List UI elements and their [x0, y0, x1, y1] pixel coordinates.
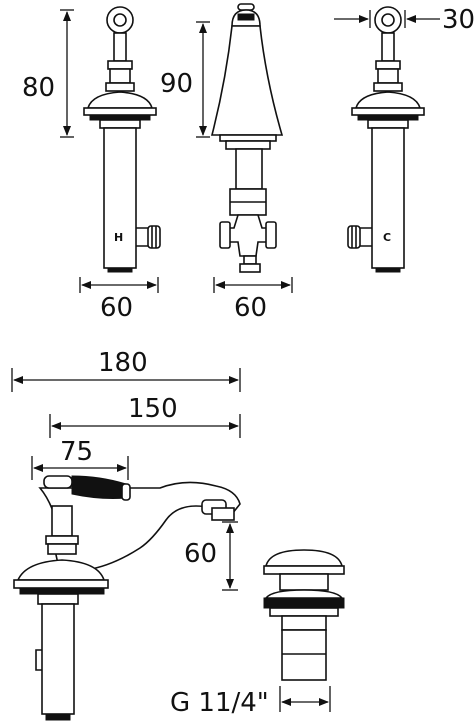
spout: [210, 3, 284, 273]
spout-height-dimension: 90: [160, 21, 210, 138]
hot-tap-height-label: 80: [22, 73, 55, 103]
spout-width-dimension: 60: [213, 277, 293, 323]
mixer-spout-height-dimension: 60: [184, 521, 238, 591]
mixer-spout-height-label: 60: [184, 539, 217, 569]
spout-width-label: 60: [234, 293, 267, 323]
cold-tap-offset-label: 30: [442, 5, 475, 35]
mixer-reach-label: 150: [128, 394, 178, 424]
mixer-reach-dimension: 150: [49, 394, 241, 438]
mixer-overall-dimension: 180: [11, 348, 241, 392]
hot-tap-width-label: 60: [100, 293, 133, 323]
hot-tap: H: [83, 6, 161, 273]
mixer-overall-label: 180: [98, 348, 148, 378]
waste-fitting: [263, 549, 345, 681]
spout-height-label: 90: [160, 69, 193, 99]
mixer-tap: [13, 475, 241, 721]
hot-tap-height-dimension: 80: [22, 9, 74, 138]
mixer-handle-dimension: 75: [31, 437, 129, 480]
cold-marking: C: [383, 231, 391, 244]
hot-marking: H: [114, 231, 123, 244]
cold-tap: C: [347, 6, 425, 273]
hot-tap-width-dimension: 60: [79, 277, 159, 323]
mixer-handle-label: 75: [60, 437, 93, 467]
cold-tap-offset-dimension: 30: [334, 5, 475, 35]
waste-thread-dimension: G 11/4": [170, 686, 331, 718]
waste-thread-label: G 11/4": [170, 688, 269, 718]
